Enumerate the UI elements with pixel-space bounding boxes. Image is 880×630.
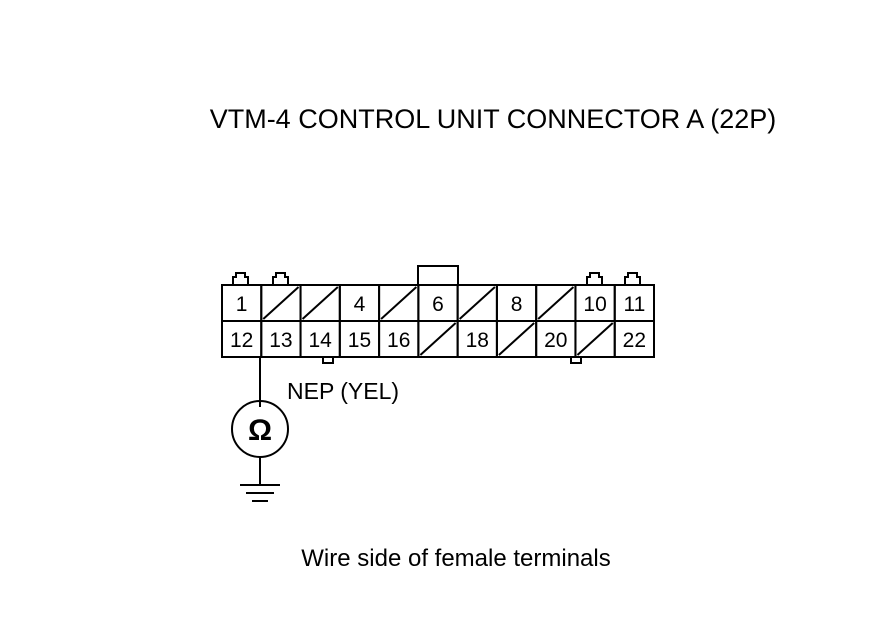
key-tab-right-1 (586, 272, 603, 285)
key-tab-bottom-1 (322, 357, 334, 364)
diagram-title: VTM-4 CONTROL UNIT CONNECTOR A (22P) (210, 104, 777, 134)
terminal-number: 15 (348, 329, 371, 352)
ohm-symbol: Ω (248, 414, 272, 447)
key-tab-left-2 (272, 272, 289, 285)
terminal-number: 6 (432, 293, 444, 316)
key-tab-bottom-2 (570, 357, 582, 364)
unused-terminal-slash (498, 322, 535, 356)
terminal-number: 12 (230, 329, 253, 352)
terminal-number: 11 (623, 293, 645, 316)
key-tab-right-2 (624, 272, 641, 285)
terminal-cell (613, 320, 656, 358)
unused-terminal-slash (419, 322, 457, 356)
terminal-number: 14 (309, 329, 333, 352)
unused-terminal-slash (262, 286, 300, 320)
unused-terminal-slash (380, 286, 418, 320)
terminal-number: 18 (466, 329, 489, 352)
diagram-caption: Wire side of female terminals (301, 545, 610, 572)
terminal-number: 10 (583, 293, 606, 316)
unused-terminal-slash (458, 286, 496, 320)
key-tab-left-1 (232, 272, 249, 285)
terminal-number: 20 (544, 329, 567, 352)
terminal-number: 1 (236, 293, 248, 316)
unused-terminal-slash (301, 286, 339, 320)
unused-terminal-slash (576, 322, 614, 356)
terminal-number: 8 (511, 293, 523, 316)
wire-label: NEP (YEL) (287, 378, 399, 404)
terminal-number: 13 (269, 329, 292, 352)
terminal-number: 4 (354, 293, 366, 316)
test-wire: Ω NEP (YEL) (231, 357, 399, 502)
terminal-number: 16 (387, 329, 410, 352)
unused-terminal-slash (537, 286, 575, 320)
terminal-number: 22 (623, 329, 646, 352)
lock-tab (417, 265, 459, 285)
ground-icon (240, 484, 280, 502)
